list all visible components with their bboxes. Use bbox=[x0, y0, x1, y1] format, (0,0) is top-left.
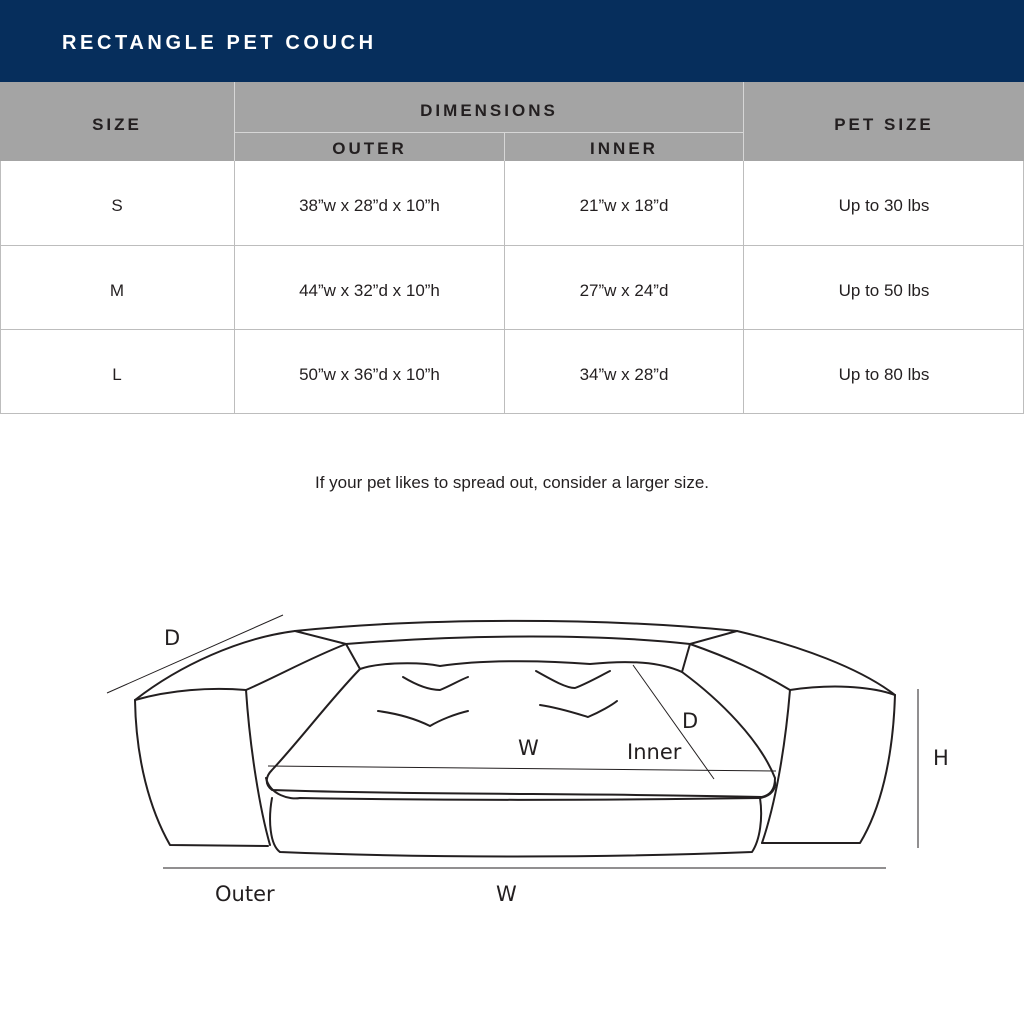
table-divider bbox=[743, 161, 744, 414]
header-divider bbox=[743, 82, 744, 161]
couch-back-rim bbox=[294, 619, 738, 632]
height-label: H bbox=[933, 746, 949, 770]
table-divider bbox=[504, 161, 505, 414]
header-divider bbox=[234, 82, 235, 161]
header-outer-cell: OUTER bbox=[235, 133, 504, 161]
couch-back-inner bbox=[345, 635, 691, 645]
base-cushion bbox=[269, 797, 763, 858]
couch-right-arm-front bbox=[761, 694, 896, 844]
inner-depth-label: D bbox=[682, 709, 698, 733]
size-cell: S bbox=[111, 196, 123, 215]
outer-width-label: W bbox=[496, 882, 517, 906]
header-outer: OUTER bbox=[332, 139, 407, 158]
header-divider bbox=[235, 132, 743, 133]
outer-dimensions-cell: 44”w x 32”d x 10”h bbox=[299, 281, 440, 300]
inner-dimensions-cell: 34”w x 28”d bbox=[579, 365, 669, 384]
cushion-top bbox=[265, 660, 776, 798]
outer-depth-label: D bbox=[164, 626, 180, 650]
couch-diagram: D D W Inner H Outer W bbox=[106, 614, 949, 906]
header-pet-size-cell: PET SIZE bbox=[744, 82, 1024, 161]
size-cell: L bbox=[112, 365, 122, 384]
title-bar: RECTANGLE PET COUCH bbox=[0, 0, 1024, 82]
size-note: If your pet likes to spread out, conside… bbox=[314, 473, 710, 492]
couch-left-arm-front bbox=[134, 699, 269, 847]
header-inner-cell: INNER bbox=[505, 133, 743, 161]
header-dimensions-cell: DIMENSIONS bbox=[235, 82, 743, 132]
outer-label: Outer bbox=[215, 882, 275, 906]
header-dimensions: DIMENSIONS bbox=[420, 101, 558, 120]
table-divider bbox=[0, 329, 1024, 330]
cushion-seam bbox=[265, 777, 777, 801]
inner-width-label: W bbox=[518, 736, 539, 760]
couch-left-bolster-top bbox=[134, 630, 296, 701]
inner-dimensions-cell: 27”w x 24”d bbox=[579, 281, 669, 300]
table-divider bbox=[234, 161, 235, 414]
pet-size-cell: Up to 30 lbs bbox=[838, 196, 930, 215]
inner-label: Inner bbox=[627, 740, 682, 764]
pet-size-cell: Up to 80 lbs bbox=[838, 365, 930, 384]
pet-size-cell: Up to 50 lbs bbox=[838, 281, 930, 300]
couch-right-bolster-top bbox=[736, 630, 896, 696]
table-border-bottom bbox=[0, 413, 1024, 414]
inner-depth-line bbox=[632, 664, 715, 780]
header-size-cell: SIZE bbox=[0, 82, 234, 161]
header-inner: INNER bbox=[590, 139, 658, 158]
header-size: SIZE bbox=[92, 115, 142, 134]
inner-dimensions-cell: 21”w x 18”d bbox=[579, 196, 669, 215]
outer-dimensions-cell: 50”w x 36”d x 10”h bbox=[299, 365, 440, 384]
inner-width-line bbox=[267, 765, 777, 772]
table-border-left bbox=[0, 161, 1, 414]
page-title: RECTANGLE PET COUCH bbox=[62, 32, 377, 54]
table-divider bbox=[0, 245, 1024, 246]
header-pet-size: PET SIZE bbox=[834, 115, 934, 134]
outer-dimensions-cell: 38”w x 28”d x 10”h bbox=[299, 196, 440, 215]
outer-depth-line bbox=[106, 614, 284, 694]
size-cell: M bbox=[109, 281, 125, 300]
header-divider bbox=[504, 133, 505, 161]
